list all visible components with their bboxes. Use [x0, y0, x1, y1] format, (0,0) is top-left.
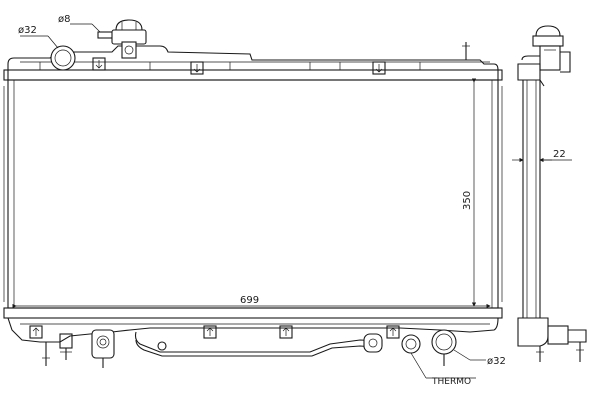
outlet-pipe: ø32 [431, 329, 506, 367]
vent-nipple: ø8 [58, 14, 115, 39]
mount-arrow-icon [29, 325, 43, 339]
mount-arrow-icon [386, 325, 400, 339]
side-core [522, 80, 541, 318]
radiator-core [3, 79, 503, 309]
outlet-diameter-label: ø32 [487, 356, 506, 367]
side-view: 22 [512, 25, 587, 362]
filler-cap [111, 19, 147, 59]
height-dimension: 350 [462, 78, 477, 307]
mount-arrow-icon [279, 325, 293, 339]
width-dimension: 699 [12, 295, 491, 309]
top-tank [3, 42, 503, 81]
bottom-bracket [91, 329, 115, 368]
height-dimension-label: 350 [462, 191, 473, 210]
bottom-tank: THERMO ø32 [3, 307, 506, 387]
vent-diameter-label: ø8 [58, 14, 70, 25]
inlet-pipe: ø32 [18, 25, 76, 71]
oil-cooler-tube [134, 331, 383, 357]
mount-arrow-icon [92, 57, 106, 71]
mount-arrow-icon [190, 61, 204, 75]
thermo-sensor: THERMO [401, 334, 476, 387]
thickness-dimension-label: 22 [553, 149, 566, 160]
mount-arrow-icon [372, 61, 386, 75]
width-dimension-label: 699 [240, 295, 259, 306]
drain-plug [59, 333, 73, 360]
front-view: ø32 ø8 699 [3, 14, 506, 387]
thickness-dimension: 22 [512, 149, 572, 163]
inlet-diameter-label: ø32 [18, 25, 37, 36]
side-filler-cap [532, 25, 571, 73]
thermo-label: THERMO [431, 377, 471, 387]
mount-arrow-icon [203, 325, 217, 339]
